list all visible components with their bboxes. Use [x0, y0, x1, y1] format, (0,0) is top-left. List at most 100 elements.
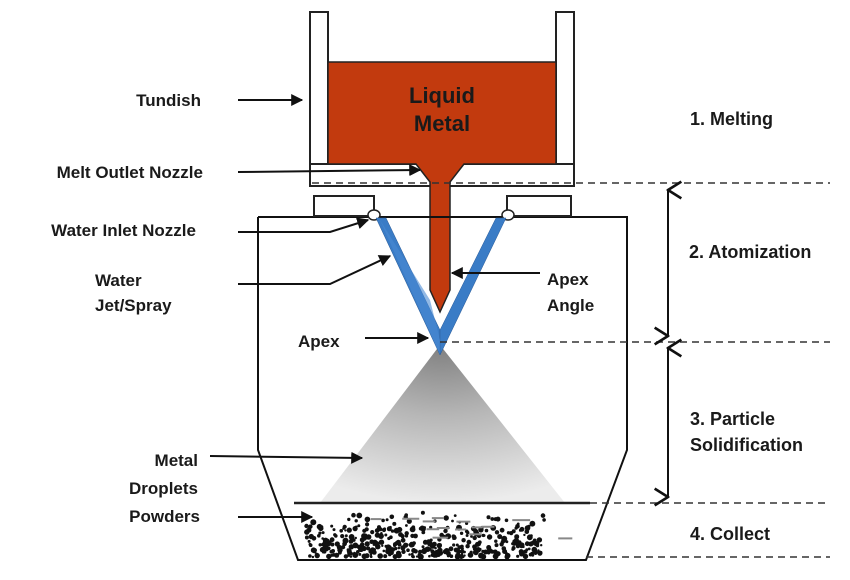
powder-particle — [322, 550, 325, 554]
powder-particle — [443, 528, 448, 534]
powder-particle — [387, 536, 391, 541]
powder-particle — [420, 510, 425, 515]
powder-particle — [474, 547, 479, 552]
powder-particle — [494, 530, 500, 535]
tundish-label: Tundish — [136, 91, 201, 110]
powder-particle — [350, 552, 353, 555]
powder-particle — [497, 534, 503, 540]
powder-particle — [499, 527, 505, 533]
powder-particle — [415, 555, 419, 558]
powder-particle — [481, 533, 485, 538]
powder-particle — [400, 537, 406, 543]
powder-particle — [351, 512, 356, 518]
powder-particle — [405, 524, 408, 527]
powder-particle — [344, 529, 347, 532]
left-water-inlet-nozzle — [367, 209, 381, 221]
powder-particle — [525, 548, 529, 552]
water-jet-pointer-arrow — [238, 255, 392, 285]
powder-particle — [349, 555, 353, 558]
powder-particle — [428, 554, 431, 558]
powder-particle — [365, 522, 370, 527]
powder-particle — [383, 554, 388, 559]
stage-solidification-label-line1: 3. Particle — [690, 409, 775, 429]
water-jet-left-inner — [380, 220, 440, 355]
powder-particle — [385, 518, 389, 522]
powder-particle — [459, 531, 464, 535]
powder-particle — [370, 530, 375, 535]
powder-particle — [453, 534, 456, 538]
powder-particle — [457, 545, 462, 550]
stage-melting-label: 1. Melting — [690, 109, 773, 129]
powder-particle — [401, 549, 406, 554]
powder-bed — [304, 510, 573, 560]
powder-particle — [397, 546, 401, 550]
powder-particle — [364, 553, 370, 559]
powder-particle — [381, 527, 387, 533]
powder-particle — [398, 533, 402, 537]
powder-particle — [494, 543, 499, 548]
powder-particle — [348, 534, 355, 540]
particle-cloud — [320, 345, 565, 503]
powder-particle — [408, 553, 411, 556]
powder-particle — [403, 542, 409, 548]
powder-particle — [465, 544, 470, 549]
powder-particle — [325, 538, 330, 543]
powder-particle — [502, 538, 507, 543]
powder-particle — [501, 546, 507, 551]
powder-particle — [372, 543, 376, 546]
powder-particle — [340, 534, 345, 539]
powder-particle — [417, 553, 424, 560]
powder-particle — [496, 552, 500, 556]
liquid-metal — [327, 61, 557, 314]
powder-particle — [494, 539, 498, 543]
powder-particle — [434, 553, 439, 558]
powder-particle — [381, 544, 384, 547]
powder-particle — [489, 550, 493, 554]
right-water-nozzle-block — [506, 195, 572, 217]
stage-atomization-label: 2. Atomization — [689, 242, 811, 262]
powder-particle — [369, 553, 373, 556]
powder-particle — [333, 533, 337, 537]
powder-particle — [330, 524, 334, 528]
apex-label: Apex — [298, 332, 340, 351]
powder-particle — [492, 549, 498, 555]
powder-particle — [466, 539, 472, 545]
powder-particle — [307, 539, 311, 543]
powder-particle — [321, 537, 325, 540]
powder-particle — [470, 535, 473, 538]
atomization-chamber — [257, 195, 628, 561]
powder-particle — [484, 528, 489, 533]
powder-particle — [429, 525, 433, 529]
powder-particle — [389, 514, 395, 520]
powder-particle — [451, 519, 454, 523]
powder-particle — [516, 554, 520, 558]
powder-particle — [322, 543, 325, 546]
powder-particle — [477, 540, 482, 545]
powder-particle — [422, 539, 428, 545]
powder-particle — [515, 544, 520, 549]
powder-particle — [326, 546, 331, 550]
powder-particle — [354, 536, 357, 540]
powder-particle — [318, 531, 322, 535]
powder-particle — [463, 550, 466, 554]
powder-particle — [530, 542, 534, 546]
powder-particle — [411, 554, 414, 558]
powder-particle — [412, 541, 416, 545]
powder-particle — [532, 538, 537, 543]
liquid-metal-label-line1: Liquid — [409, 83, 475, 108]
melt-outlet-pointer-arrow — [237, 164, 422, 177]
powder-particle — [375, 543, 379, 546]
powder-particle — [472, 535, 477, 541]
powder-particle — [358, 546, 364, 553]
left-water-nozzle-block — [313, 195, 375, 217]
powder-particle — [461, 538, 466, 543]
powder-particle — [404, 534, 409, 538]
powder-particle — [486, 534, 493, 540]
powder-particle — [425, 546, 431, 552]
powder-particle — [480, 553, 487, 560]
powder-particle — [540, 544, 543, 547]
powder-particle — [390, 529, 395, 533]
powder-particle — [413, 533, 418, 539]
powder-particle — [393, 543, 397, 548]
powder-particle — [459, 554, 464, 559]
